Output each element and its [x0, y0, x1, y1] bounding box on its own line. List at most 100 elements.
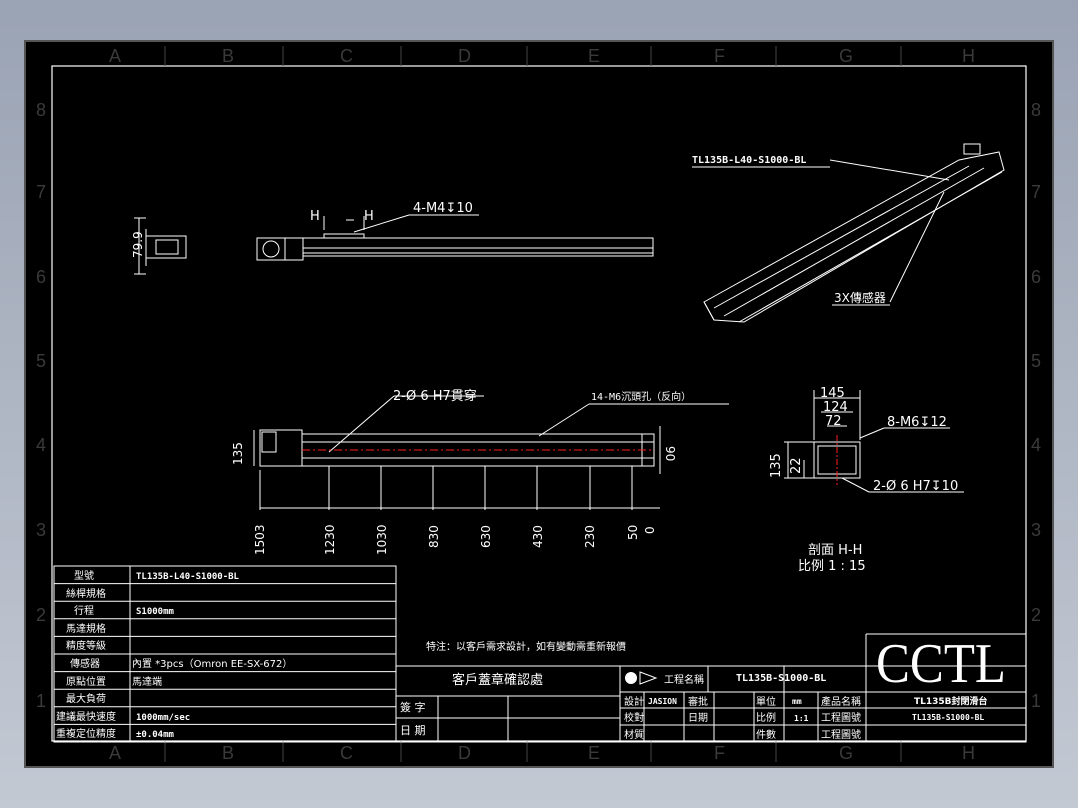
spec-table — [53, 565, 397, 743]
zone-letter: B — [222, 743, 234, 763]
material-label: 材質 — [624, 728, 644, 741]
zone-letter: C — [340, 743, 353, 763]
spec-rows: 型號 TL135B-L40-S1000-BL 絲桿規格 行程 S1000mm 馬… — [56, 569, 292, 740]
spec-label: 建議最快速度 — [56, 710, 116, 723]
drawing-no-label: 工程圖號 — [821, 711, 861, 724]
dim-79-9: 79.9 — [131, 231, 145, 258]
zone-letter: H — [962, 46, 975, 66]
date-label: 日 期 — [400, 724, 426, 737]
zone-number: 1 — [1031, 691, 1041, 711]
dim-72: 72 — [825, 414, 842, 429]
spec-value: 1000mm/sec — [136, 713, 190, 723]
section-mark-right: H — [364, 209, 374, 224]
sign-label: 簽 字 — [400, 700, 426, 714]
dim-label: 630 — [479, 525, 493, 548]
zone-number: 8 — [1031, 100, 1041, 120]
dim-22: 22 — [789, 457, 804, 474]
spec-label: 精度等級 — [66, 639, 106, 652]
dim-145: 145 — [820, 386, 845, 401]
scale-label: 比例 — [756, 711, 776, 724]
scale-value: 1:1 — [794, 714, 809, 723]
section-scale: 比例 1 : 15 — [798, 559, 866, 574]
zone-number: 3 — [36, 520, 46, 540]
dim-label: 1230 — [323, 524, 337, 555]
projection-circle-icon — [625, 672, 637, 684]
zone-letter: D — [458, 743, 471, 763]
zone-number: 8 — [36, 100, 46, 120]
dim-label: 230 — [583, 525, 597, 548]
zone-letter: H — [962, 743, 975, 763]
sensor-callout: 3X傳感器 — [834, 290, 886, 305]
zone-number: 7 — [36, 182, 46, 202]
drawing-sheet: A B C D E F G H A B C D E F G H 8 7 6 5 … — [24, 40, 1054, 768]
spec-value: S1000mm — [136, 607, 175, 617]
section-title: 剖面 H-H — [808, 543, 862, 558]
section-mark-left: H — [310, 209, 320, 224]
zone-letter: F — [714, 743, 725, 763]
product-name: TL135B封閉滑台 — [914, 695, 988, 707]
section-view — [784, 390, 964, 493]
zone-number: 4 — [36, 435, 46, 455]
zone-number: 4 — [1031, 435, 1041, 455]
dim-label: 1503 — [253, 524, 267, 555]
iso-model-callout: TL135B-L40-S1000-BL — [692, 155, 806, 166]
zone-letter: A — [109, 46, 121, 66]
zone-number: 7 — [1031, 182, 1041, 202]
company-logo: CCTL — [876, 633, 1006, 695]
design-value: JASION — [648, 697, 677, 706]
dim-label: 50 — [626, 525, 640, 540]
design-label: 設計 — [624, 695, 644, 708]
bottom-dimensions: 1503 1230 1030 830 630 430 230 50 0 — [253, 524, 657, 555]
projection-symbol — [625, 671, 658, 685]
zone-letter: G — [839, 743, 853, 763]
spec-value: 馬達端 — [132, 675, 162, 688]
spec-value: 內置 *3pcs（Omron EE-SX-672） — [132, 658, 292, 670]
projection-cone-icon — [639, 671, 658, 685]
date-field-label: 日期 — [688, 712, 708, 724]
drawing-rev-label: 工程圖號 — [821, 728, 861, 741]
top-height-dim: 135 — [231, 442, 245, 465]
drawing-no: TL135B-S1000-BL — [912, 713, 984, 722]
zone-number: 2 — [36, 605, 46, 625]
dim-label: 0 — [643, 526, 657, 534]
zone-letter: G — [839, 46, 853, 66]
inner-frame — [51, 65, 1027, 742]
product-label: 產品名稱 — [821, 695, 861, 708]
zone-letter: E — [588, 743, 600, 763]
qty-label: 件數 — [756, 728, 776, 741]
dim-label: 430 — [531, 525, 545, 548]
end-view — [134, 217, 187, 275]
zone-rows-left: 8 7 6 5 4 3 2 1 — [36, 100, 46, 711]
zone-letter: B — [222, 46, 234, 66]
zone-letter: F — [714, 46, 725, 66]
dim-label: 830 — [427, 525, 441, 548]
confirm-title: 客戶蓋章確認處 — [452, 672, 543, 688]
zone-rows-right: 8 7 6 5 4 3 2 1 — [1031, 100, 1041, 711]
dim-135: 135 — [769, 453, 784, 478]
spec-label: 原點位置 — [66, 675, 106, 688]
spec-label: 行程 — [74, 604, 94, 617]
spec-value: TL135B-L40-S1000-BL — [136, 572, 240, 582]
zone-letter: C — [340, 46, 353, 66]
top-right-dim: 90 — [663, 446, 677, 461]
mounting-callout: 4-M4↧10 — [413, 201, 473, 216]
zone-letter: E — [588, 46, 600, 66]
top-view — [253, 395, 729, 510]
zone-number: 5 — [1031, 351, 1041, 371]
zone-number: 6 — [36, 267, 46, 287]
m6-callout: 8-M6↧12 — [887, 415, 947, 430]
zone-number: 6 — [1031, 267, 1041, 287]
spec-label: 絲桿規格 — [66, 587, 106, 600]
zone-ticks — [164, 46, 902, 762]
dim-124: 124 — [823, 400, 848, 415]
design-note: 特注：以客戶需求設計，如有變動需重新報價 — [426, 640, 626, 653]
unit-label: 單位 — [756, 695, 776, 708]
project-label: 工程名稱 — [664, 673, 704, 686]
side-view — [256, 214, 654, 261]
holes-callout: 14-M6沉頭孔（反向） — [591, 390, 691, 403]
spec-label: 馬達規格 — [66, 622, 106, 635]
unit-value: mm — [792, 697, 802, 706]
review-label: 審批 — [688, 695, 708, 708]
zone-number: 3 — [1031, 520, 1041, 540]
zone-number: 1 — [36, 691, 46, 711]
